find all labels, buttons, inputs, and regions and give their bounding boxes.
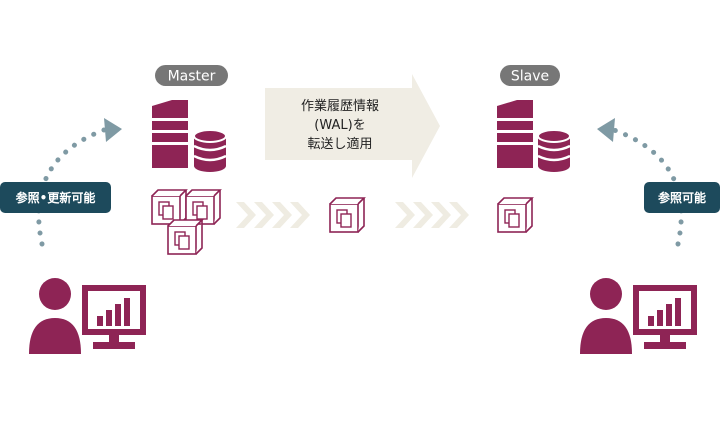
slave-user-badge: 参照可能 <box>644 182 720 213</box>
wal-cube-icon <box>185 189 221 225</box>
slave-database-icon <box>536 128 572 174</box>
wal-cube-icon <box>151 189 187 225</box>
svg-text:Master: Master <box>168 69 216 85</box>
transfer-arrow: 作業履歴情報 (WAL)を 転送し適用 <box>265 74 440 178</box>
master-label: Master <box>155 65 228 86</box>
master-database-icon <box>192 128 228 174</box>
svg-text:Slave: Slave <box>511 69 549 85</box>
flow-chevrons <box>236 202 310 228</box>
slave-access-arrow <box>597 118 684 247</box>
wal-cube-icon <box>329 197 365 233</box>
flow-chevrons <box>395 202 469 228</box>
master-access-arrow <box>36 118 122 247</box>
svg-text:(WAL)を: (WAL)を <box>314 118 365 133</box>
slave-user-icon <box>580 278 694 354</box>
svg-text:参照•更新可能: 参照•更新可能 <box>16 190 96 205</box>
master-user-icon <box>29 278 143 354</box>
master-user-badge: 参照•更新可能 <box>0 182 111 213</box>
svg-text:参照可能: 参照可能 <box>658 190 706 205</box>
slave-label: Slave <box>500 65 560 86</box>
wal-cube-icon <box>167 219 203 255</box>
master-server-icon <box>152 100 188 168</box>
wal-cube-icon <box>497 197 533 233</box>
slave-server-icon <box>497 100 533 168</box>
svg-text:作業履歴情報: 作業履歴情報 <box>301 98 379 114</box>
svg-text:転送し適用: 転送し適用 <box>307 136 372 152</box>
